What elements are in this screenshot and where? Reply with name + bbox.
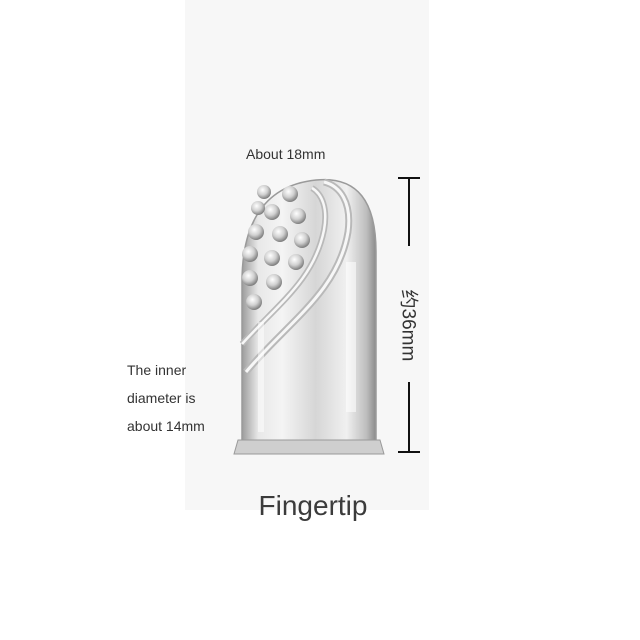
height-label: 约36mm [397,289,419,362]
texture-bumps [242,185,310,310]
width-label: About 18mm [246,146,326,162]
fingertip-cover-image [233,178,385,455]
inner-diameter-line-1: The inner [127,362,187,378]
inner-diameter-line-3: about 14mm [127,418,205,434]
inner-diameter-label: The inner diameter is about 14mm [127,356,237,440]
inner-diameter-line-2: diameter is [127,390,196,406]
product-caption: Fingertip [258,490,368,521]
height-dimension-line [398,177,420,453]
